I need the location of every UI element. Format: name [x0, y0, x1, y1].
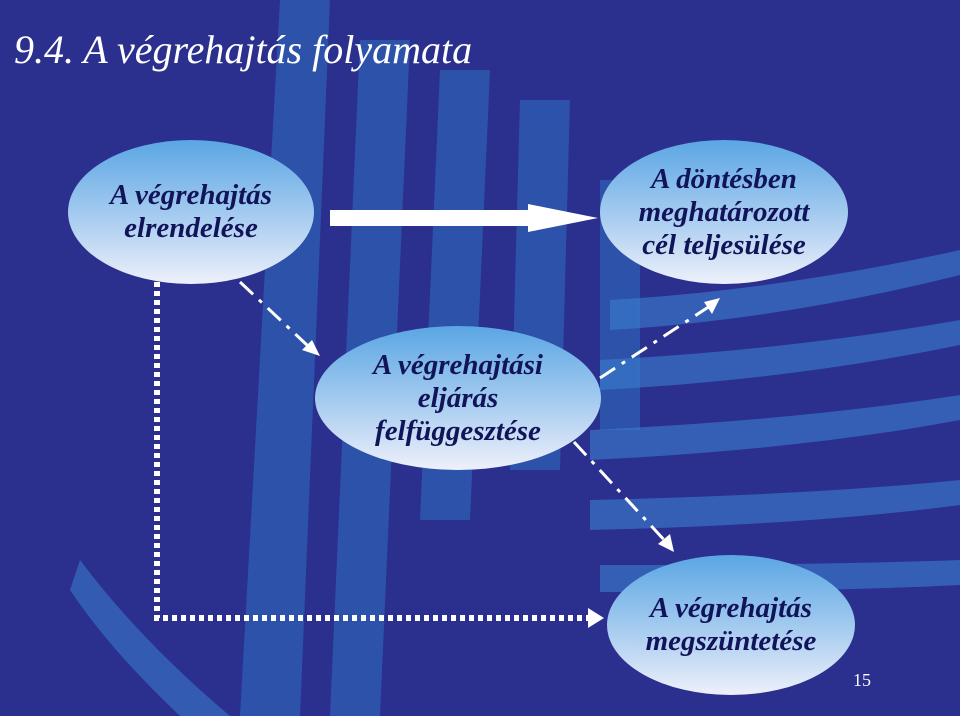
node-execution-termination: A végrehajtás megszüntetése [607, 555, 855, 695]
node-label: A végrehajtási eljárás felfüggesztése [373, 348, 543, 447]
node-label: A döntésben meghatározott cél teljesülés… [638, 162, 810, 261]
node-goal-fulfilled: A döntésben meghatározott cél teljesülés… [600, 140, 848, 284]
node-execution-order: A végrehajtás elrendelése [68, 140, 314, 284]
page-number: 15 [853, 670, 871, 690]
node-label: A végrehajtás elrendelése [110, 179, 272, 244]
page-title: 9.4. A végrehajtás folyamata [14, 27, 473, 72]
node-label: A végrehajtás megszüntetése [645, 592, 817, 657]
node-procedure-suspension: A végrehajtási eljárás felfüggesztése [315, 326, 601, 470]
